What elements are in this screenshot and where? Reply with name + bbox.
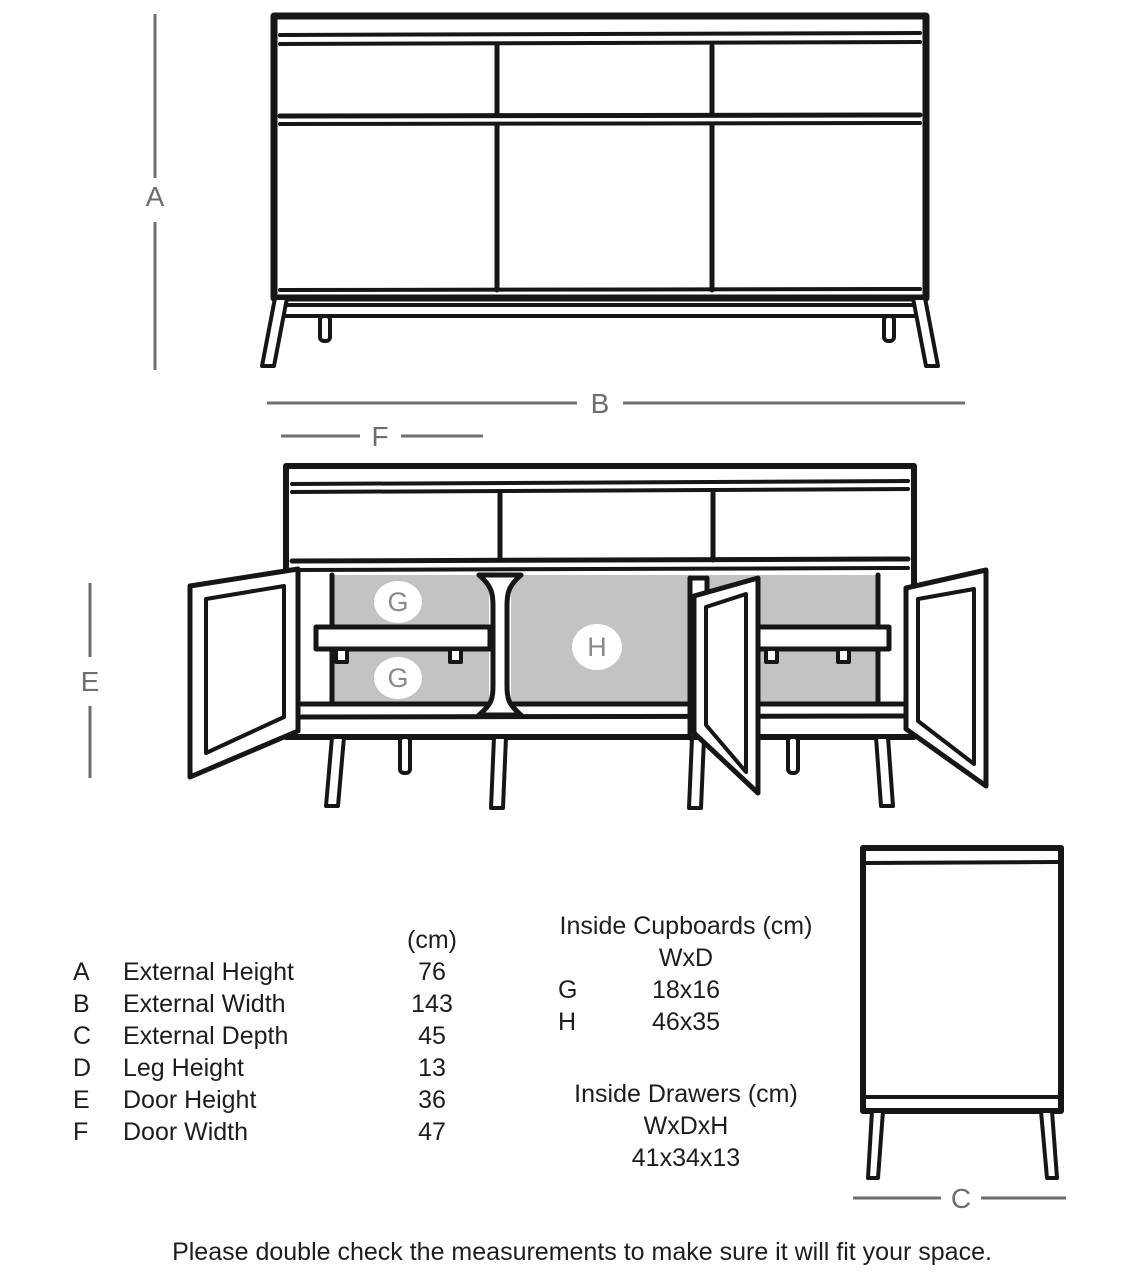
row-letter: G (558, 976, 578, 1004)
table-row: G 18x16 (540, 974, 832, 1006)
row-value: 13 (418, 1053, 446, 1082)
dimensions-table: (cm) A External Height 76 B External Wid… (73, 924, 463, 1148)
front-left-stub-leg (318, 314, 332, 343)
side-left-leg (866, 1109, 885, 1180)
top-rail-line (278, 31, 922, 37)
mid-rail-line (278, 121, 922, 126)
cupboards-unit-format: WxD (658, 944, 714, 972)
cupboard-label-g-upper: G (374, 581, 422, 623)
side-body (860, 845, 1064, 1114)
side-view-drawing (860, 845, 1064, 1180)
table-row: C External Depth 45 (73, 1020, 463, 1052)
mid-rail-line (290, 566, 910, 572)
top-rail-line (865, 860, 1059, 865)
row-label: Leg Height (123, 1053, 244, 1082)
row-label: External Height (123, 957, 294, 986)
drawers-title: Inside Drawers (cm) (574, 1080, 798, 1108)
unit-header: (cm) (407, 925, 457, 954)
table-row: E Door Height 36 (73, 1084, 463, 1116)
svg-text:G: G (387, 587, 408, 617)
row-value: 47 (418, 1117, 446, 1146)
dimension-label-f: F (371, 421, 388, 452)
top-rail-line (290, 479, 910, 486)
open-stub-leg (398, 735, 412, 775)
leg-rail-line (289, 713, 911, 720)
front-right-leg (911, 296, 940, 368)
svg-text:H: H (587, 632, 607, 662)
left-door-panel (204, 584, 286, 755)
row-label: External Depth (123, 1021, 289, 1050)
row-letter: B (73, 989, 90, 1018)
row-letter: C (73, 1021, 92, 1050)
dimension-line-f: F (281, 421, 483, 452)
row-value: 76 (418, 957, 446, 986)
dimension-line-b: B (267, 388, 965, 419)
table-row: B External Width 143 (73, 988, 463, 1020)
left-shelf (313, 624, 493, 652)
row-value: 36 (418, 1085, 446, 1114)
cupboards-title: Inside Cupboards (cm) (559, 912, 813, 940)
row-label: Door Width (123, 1117, 249, 1146)
open-view-drawing: G G H (187, 463, 989, 810)
middle-door-panel (704, 592, 748, 774)
row-letter: F (73, 1117, 89, 1146)
open-stub-leg (786, 735, 800, 775)
right-door-panel (916, 587, 976, 766)
shelf-support (448, 647, 463, 664)
front-left-leg (260, 296, 289, 368)
top-rail-line (278, 40, 922, 46)
mid-rail-line (289, 556, 911, 564)
svg-text:G: G (387, 663, 408, 693)
row-value: 45 (418, 1021, 446, 1050)
dimension-line-e: E (81, 583, 100, 778)
row-value: 46x35 (651, 1008, 721, 1036)
shelf-support (334, 647, 349, 664)
row-letter: H (558, 1008, 577, 1036)
cabinet-body (270, 12, 930, 302)
table-row: A External Height 76 (73, 956, 463, 988)
dimension-label-e: E (81, 666, 100, 697)
row-label: External Width (123, 989, 286, 1018)
inside-cupboards-table: Inside Cupboards (cm) WxD G 18x16 H 46x3… (540, 910, 832, 1038)
footer-note: Please double check the measurements to … (172, 1238, 992, 1266)
row-value: 18x16 (651, 976, 721, 1004)
row-label: Door Height (123, 1085, 257, 1114)
dimension-label-c: C (951, 1183, 971, 1214)
cupboard-label-g-lower: G (374, 657, 422, 699)
open-right-leg (874, 735, 895, 808)
dimension-label-a: A (146, 181, 165, 212)
top-rail-line (290, 487, 910, 494)
row-letter: E (73, 1085, 90, 1114)
side-right-leg (1039, 1109, 1059, 1180)
dimension-line-c: C (853, 1183, 1066, 1214)
table-row: F Door Width 47 (73, 1116, 463, 1148)
dimension-line-a: A (146, 14, 165, 370)
shelf-support (764, 647, 779, 664)
row-letter: A (73, 957, 90, 986)
inside-drawers-table: Inside Drawers (cm) WxDxH 41x34x13 (540, 1078, 832, 1174)
table-row: H 46x35 (540, 1006, 832, 1038)
open-center-leg (489, 735, 508, 810)
front-view-drawing (260, 12, 940, 368)
drawers-unit-format: WxDxH (643, 1112, 729, 1140)
hinge-post-leg (687, 736, 706, 810)
shelf-support (836, 647, 851, 664)
row-letter: D (73, 1053, 92, 1082)
drawers-value: 41x34x13 (631, 1144, 741, 1172)
dimension-label-b: B (591, 388, 610, 419)
open-left-leg (324, 735, 346, 808)
table-header-row: (cm) (73, 924, 463, 956)
bottom-rail-line (278, 287, 922, 292)
mid-rail-line (277, 112, 923, 119)
cupboard-label-h: H (572, 624, 622, 670)
row-value: 143 (411, 989, 453, 1018)
table-row: D Leg Height 13 (73, 1052, 463, 1084)
front-right-stub-leg (882, 314, 896, 343)
